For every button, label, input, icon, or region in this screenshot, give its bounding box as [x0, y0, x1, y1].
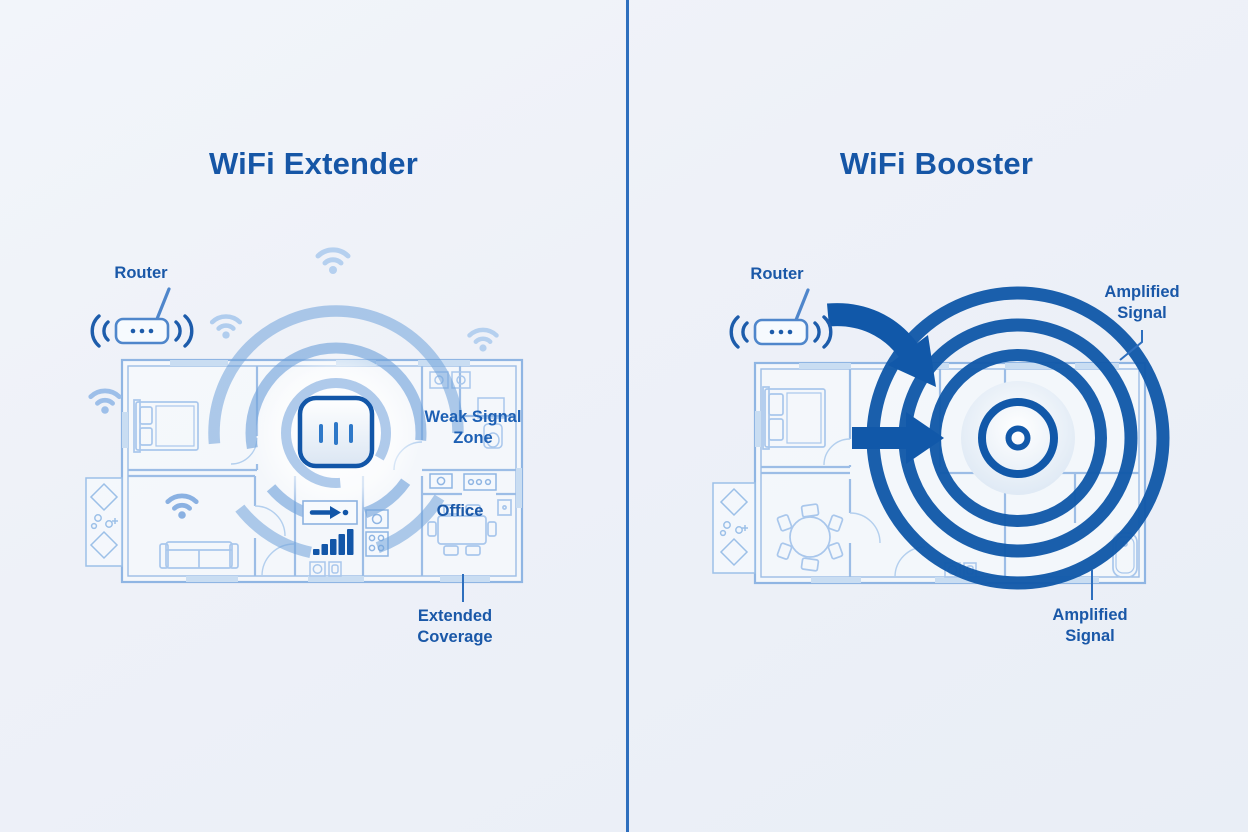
signal-strength-bars-icon — [313, 529, 354, 555]
extender-device-icon — [297, 395, 375, 469]
amplified-signal-label-top: Amplified Signal — [1104, 283, 1180, 322]
curved-arrow-icon — [826, 303, 936, 387]
panel-divider-line — [626, 0, 629, 832]
weak-signal-zone-label: Weak Signal Zone — [424, 408, 522, 447]
leader-line-amplified-top — [1119, 330, 1143, 361]
wifi-signal-icon — [318, 250, 348, 274]
wifi-signal-icon — [470, 330, 497, 352]
amplified-signal-label-bottom: Amplified Signal — [1052, 606, 1128, 645]
direction-arrow-icon — [302, 500, 358, 525]
coverage-waves-icon — [208, 305, 464, 561]
wifi-booster-title: WiFi Booster — [839, 146, 1034, 181]
office-label: Office — [436, 502, 484, 520]
router-label-left: Router — [114, 264, 168, 282]
wifi-extender-title: WiFi Extender — [208, 146, 419, 181]
router-icon — [729, 288, 833, 349]
router-icon — [90, 287, 194, 348]
router-label-right: Router — [750, 265, 804, 283]
wifi-signal-icon — [91, 391, 120, 414]
wifi-signal-icon — [212, 317, 240, 339]
extended-coverage-label: Extended Coverage — [417, 607, 493, 646]
straight-arrow-icon — [852, 412, 944, 464]
